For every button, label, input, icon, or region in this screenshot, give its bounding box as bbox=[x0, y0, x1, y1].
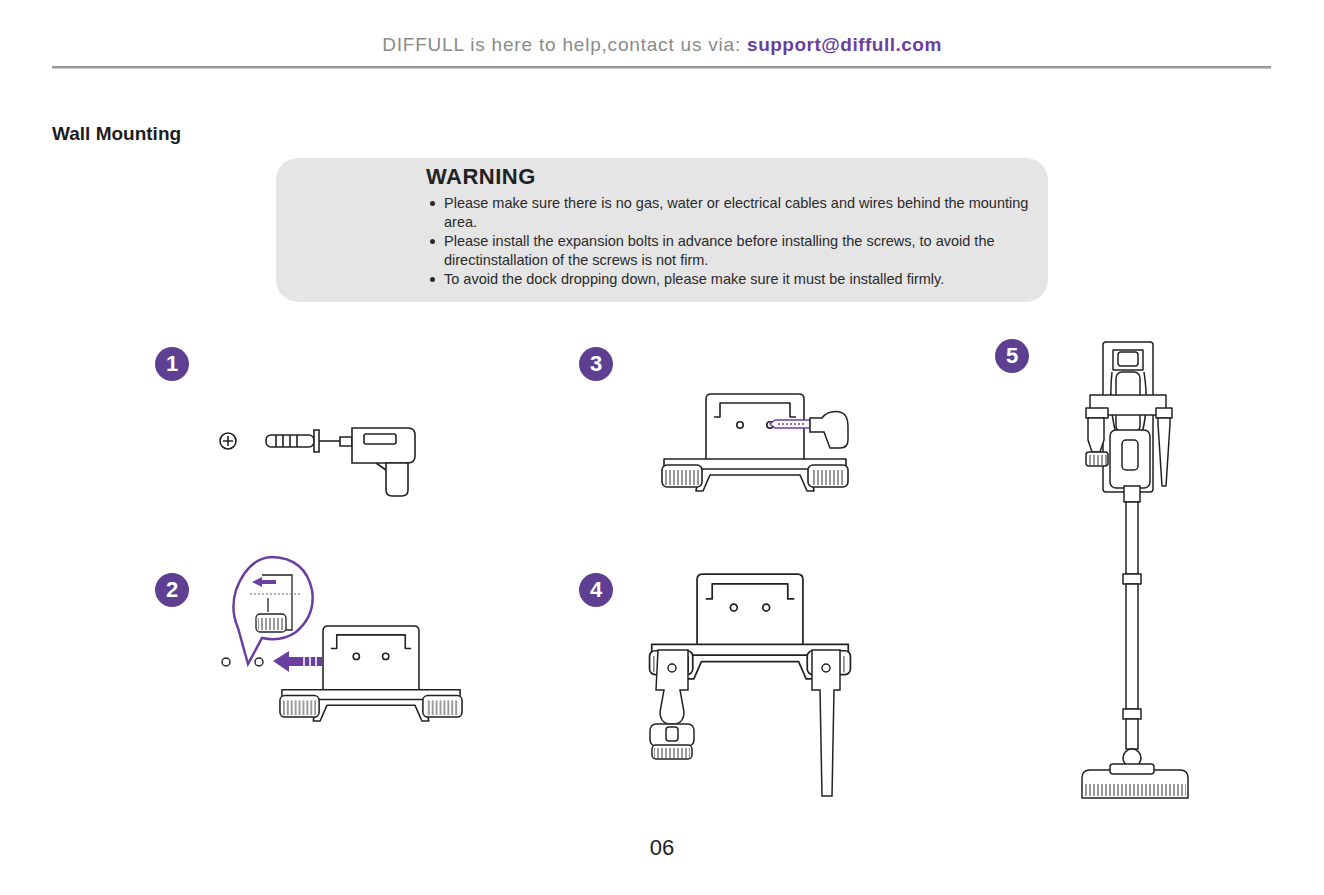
step-number-text: 3 bbox=[590, 351, 602, 377]
step-number-text: 5 bbox=[1006, 343, 1018, 369]
bullet-dot bbox=[430, 239, 435, 244]
support-email: support@diffull.com bbox=[747, 34, 942, 56]
step-number-text: 4 bbox=[590, 577, 602, 603]
warning-item: Please install the expansion bolts in ad… bbox=[426, 232, 1032, 270]
step-number-text: 1 bbox=[166, 351, 178, 377]
warning-item: To avoid the dock dropping down, please … bbox=[426, 270, 1032, 289]
warning-text: Please install the expansion bolts in ad… bbox=[444, 233, 995, 268]
header-text: DIFFULL is here to help,contact us via: bbox=[382, 34, 741, 56]
section-title: Wall Mounting bbox=[52, 123, 181, 145]
step-number-text: 2 bbox=[166, 577, 178, 603]
bullet-dot bbox=[430, 201, 435, 206]
step-number: 2 bbox=[155, 573, 189, 607]
step-number: 5 bbox=[995, 339, 1029, 373]
warning-box: WARNING Please make sure there is no gas,… bbox=[276, 158, 1048, 302]
warning-text: Please make sure there is no gas, water … bbox=[444, 195, 1028, 230]
page-number: 06 bbox=[650, 835, 674, 861]
warning-text: To avoid the dock dropping down, please … bbox=[444, 271, 944, 287]
warning-item: Please make sure there is no gas, water … bbox=[426, 194, 1032, 232]
step-number: 4 bbox=[579, 573, 613, 607]
step-number: 3 bbox=[579, 347, 613, 381]
bullet-dot bbox=[430, 277, 435, 282]
step-number: 1 bbox=[155, 347, 189, 381]
warning-heading: WARNING bbox=[426, 164, 1032, 190]
